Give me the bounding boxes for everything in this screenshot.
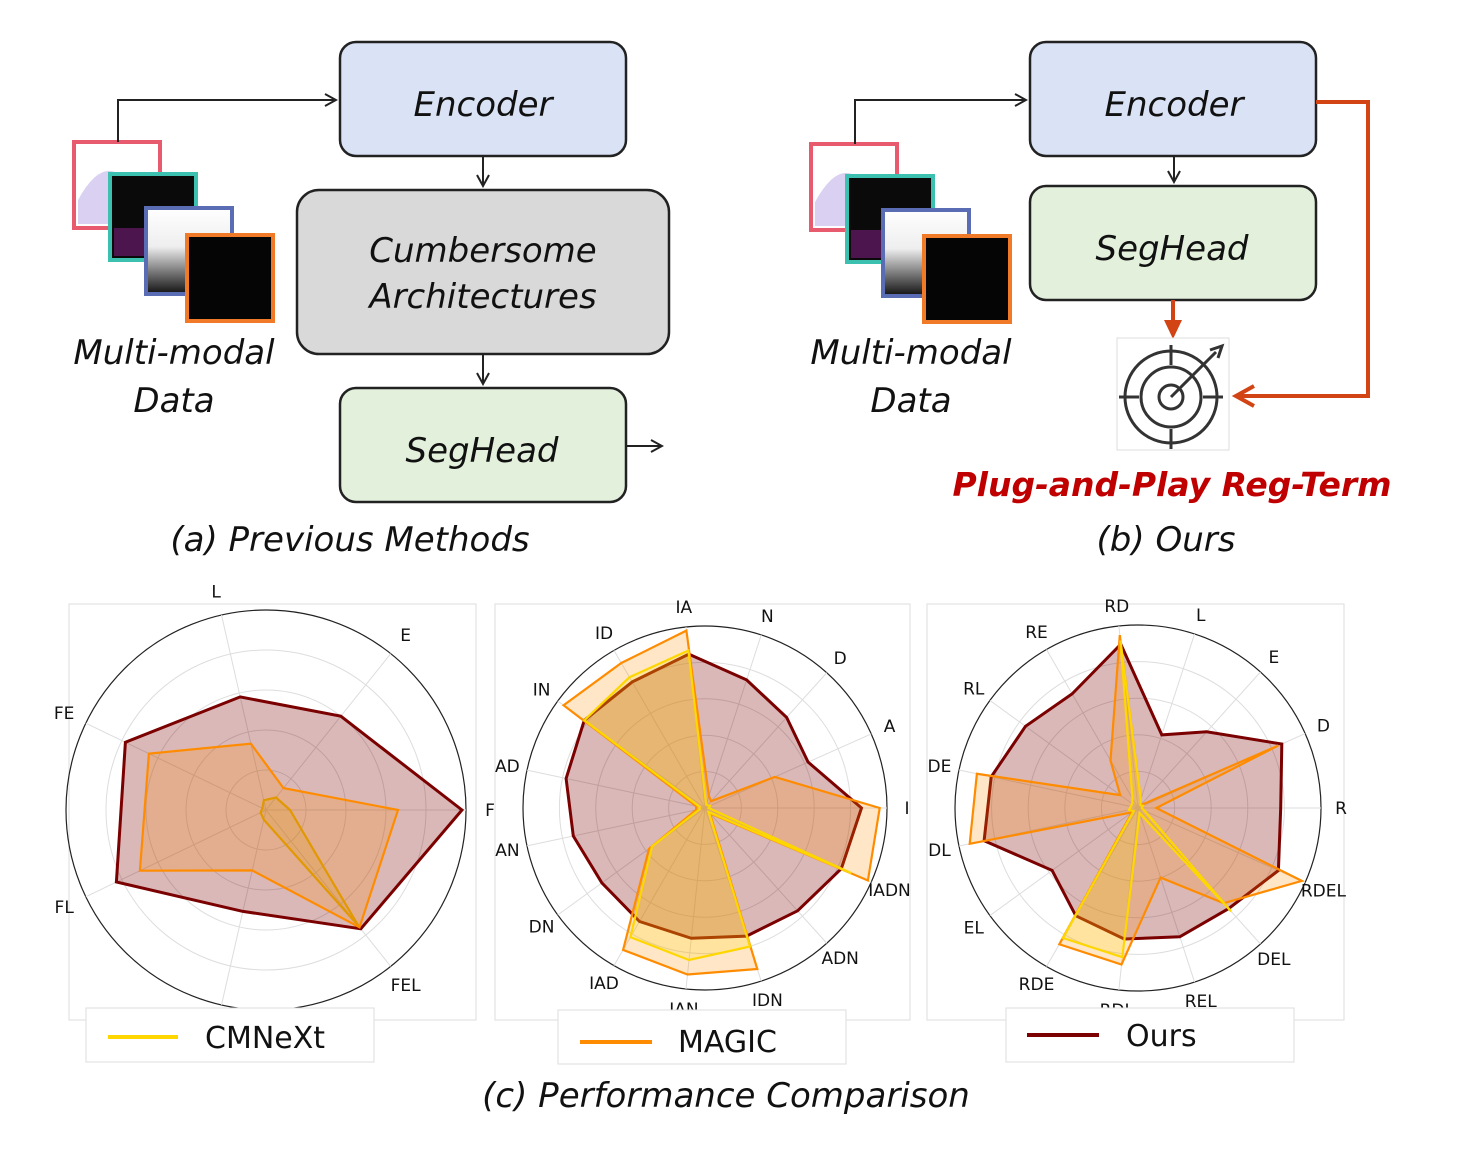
radar-series-cmnext <box>1061 640 1232 959</box>
radar-axis-label: RDEL <box>1301 882 1347 902</box>
radar-axis-label: DEL <box>1257 950 1291 970</box>
radar-spoke <box>221 614 267 811</box>
radar-spoke <box>1137 807 1196 983</box>
panel-a: Encoder Cumbersome Architectures SegHead… <box>72 40 671 560</box>
input-arrow-b <box>854 100 1026 144</box>
radar-axis-label: IDN <box>752 991 783 1011</box>
arrow-enc-target <box>1236 100 1370 396</box>
radar-spoke <box>265 809 392 967</box>
radar-axis-label: FEL <box>391 976 422 996</box>
radar-axis-label: I <box>904 799 909 819</box>
radar-chart-3: RDELRDRERLDEDLELRDERDLRELDELRDEL <box>928 597 1348 1021</box>
radar-axis-label: FE <box>54 704 75 724</box>
cumbersome-label-2: Architectures <box>367 277 596 317</box>
data-label-a-2: Data <box>133 381 214 421</box>
radar-spoke <box>557 807 706 916</box>
data-label-b-2: Data <box>870 381 951 421</box>
radar-spoke <box>526 807 706 847</box>
radar-spoke <box>704 807 828 944</box>
radar-spoke <box>704 672 828 809</box>
radar-axis-label: A <box>884 717 896 737</box>
radar-axis-label: RL <box>963 680 985 700</box>
radar-axis-label: IN <box>533 680 551 700</box>
radar-axis-label: DE <box>928 757 952 777</box>
radar-series-cmnext <box>259 796 360 927</box>
radar-axis-label: AD <box>495 757 520 777</box>
legend-label-magic: MAGIC <box>678 1025 777 1060</box>
seghead-label-b: SegHead <box>1096 229 1249 269</box>
cumbersome-label-1: Cumbersome <box>369 231 596 271</box>
radar-spoke <box>526 769 706 809</box>
radar-spoke <box>85 722 267 811</box>
radar-axis-label: REL <box>1185 992 1218 1012</box>
encoder-label-a: Encoder <box>413 85 554 125</box>
cumbersome-box <box>295 188 671 356</box>
seghead-label-a: SegHead <box>406 431 559 471</box>
radar-spoke <box>265 653 392 811</box>
radar-axis-label: ADN <box>821 949 858 969</box>
radar-series-cmnext <box>582 648 852 962</box>
radar-axis-label: DN <box>529 918 555 938</box>
legend-label-cmnext: CMNeXt <box>205 1021 325 1056</box>
radar-spoke <box>1137 671 1261 809</box>
radar-chart-1: FELFEFLELFEL <box>54 583 495 1040</box>
panel-b: Encoder SegHead Multi-modal Data Plug-an… <box>809 40 1392 560</box>
radar-axis-label: AN <box>495 841 519 861</box>
radar-axis-label: R <box>1335 799 1347 819</box>
radar-axis-label: E <box>400 626 411 646</box>
multimodal-image-stack <box>72 140 275 323</box>
caption-b: (b) Ours <box>1097 520 1236 560</box>
data-label-a-1: Multi-modal <box>73 333 275 373</box>
radar-spoke <box>1046 649 1139 809</box>
radar-axis-label: RDE <box>1019 975 1055 995</box>
radar-series-ours <box>564 652 864 940</box>
radar-axis-label: L <box>211 583 221 603</box>
radar-axis-label: EL <box>964 918 985 938</box>
radar-axis-label: N <box>761 607 774 627</box>
radar-chart-2: IADNIAIDINADANDNIADIANIDNADNIADN <box>495 598 911 1020</box>
regterm-label: Plug-and-Play Reg-Term <box>952 465 1391 504</box>
radar-axis-label: E <box>1268 648 1279 668</box>
radar-spoke <box>1137 633 1196 809</box>
radar-spoke <box>613 807 706 966</box>
multimodal-image-stack-b <box>809 142 1012 324</box>
legend-cmnext: CMNeXt <box>85 1007 375 1063</box>
radar-axis-label: IADN <box>868 881 910 901</box>
radar-spoke <box>989 700 1139 809</box>
radar-axis-label: L <box>1196 606 1206 626</box>
radar-axis-label: IA <box>676 598 693 618</box>
radar-axis-label: RE <box>1025 623 1048 643</box>
radar-axis-label: DL <box>928 841 951 861</box>
radar-spoke <box>685 807 706 990</box>
legend-magic: MAGIC <box>557 1009 847 1065</box>
radar-axis-label: IAD <box>589 974 619 994</box>
radar-axis-label: F <box>485 801 495 821</box>
radar-axis-label: FL <box>55 898 75 918</box>
data-label-b-1: Multi-modal <box>810 333 1012 373</box>
target-arrow-icon <box>1116 337 1230 451</box>
radar-spoke <box>989 807 1139 916</box>
radar-axis-label: D <box>834 649 847 669</box>
radar-axis-label: RD <box>1104 597 1129 617</box>
radar-axis-label: ID <box>595 624 613 644</box>
radar-series-magic <box>138 742 400 929</box>
encoder-label-b: Encoder <box>1104 85 1245 125</box>
legend-ours: Ours <box>1005 1007 1295 1063</box>
radar-axis-label: D <box>1317 716 1330 736</box>
legend-label-ours: Ours <box>1126 1019 1197 1054</box>
caption-c: (c) Performance Comparison <box>482 1076 970 1116</box>
panel-c: FELFEFLELFEL IADNIAIDINADANDNIADIANIDNAD… <box>54 583 1347 1116</box>
radar-spoke <box>221 809 267 1006</box>
input-arrow-a <box>117 100 336 142</box>
caption-a: (a) Previous Methods <box>170 520 529 560</box>
radar-spoke <box>704 634 762 809</box>
radar-spoke <box>704 733 872 809</box>
